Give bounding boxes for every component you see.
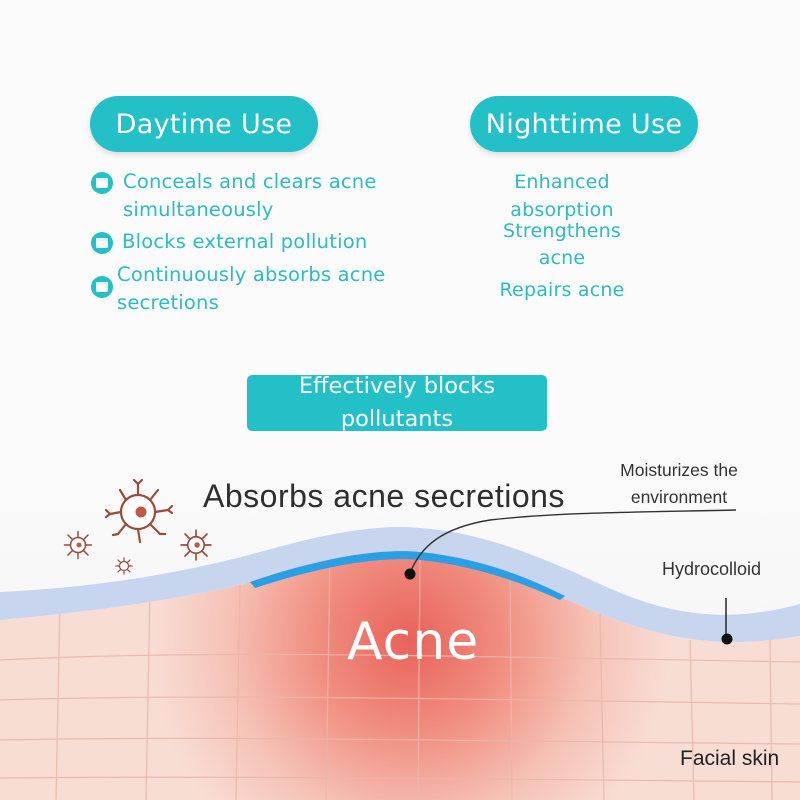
nighttime-benefit-text: Strengthens acne	[502, 220, 622, 269]
moisturizes-label: Moisturizes the environment	[620, 460, 738, 507]
bullet-icon	[91, 276, 113, 298]
hydrocolloid-label: Hydrocolloid	[662, 559, 762, 579]
hydrocolloid-layer	[0, 527, 800, 643]
absorption-layer	[250, 551, 565, 600]
blocks-pollutants-text: Effectively blocks pollutants	[298, 375, 496, 431]
absorbs-pointer-dot	[404, 568, 416, 580]
bacteria-icon	[115, 557, 133, 575]
bacteria-icon	[104, 478, 174, 544]
bullet-icon	[91, 172, 113, 194]
skin-texture-grid	[0, 555, 800, 800]
nighttime-use-header: Nighttime Use	[470, 96, 698, 152]
daytime-benefit-text: Conceals and clears acne simultaneously	[123, 170, 377, 221]
bullet-icon	[91, 232, 113, 254]
absorbs-secretions-label: Absorbs acne secretions	[203, 478, 565, 514]
facial-skin-label: Facial skin	[680, 747, 780, 770]
absorbs-pointer-line	[409, 509, 737, 574]
hydrocolloid-pointer-dot	[721, 633, 733, 645]
nighttime-benefit-text: Repairs acne	[499, 279, 625, 301]
daytime-benefit-item: Blocks external pollution	[90, 228, 422, 256]
daytime-benefit-text: Blocks external pollution	[122, 230, 368, 253]
nighttime-benefit-text: Enhanced absorption	[510, 171, 614, 221]
bacteria-icon	[63, 530, 93, 560]
bacteria-icon	[180, 529, 212, 561]
blocks-pollutants-banner: Effectively blocks pollutants	[247, 375, 547, 431]
daytime-benefit-text: Continuously absorbs acne secretions	[117, 263, 386, 314]
acne-label: Acne	[347, 612, 480, 672]
daytime-benefit-item: Continuously absorbs acne secretions	[90, 261, 427, 317]
daytime-benefit-item: Conceals and clears acne simultaneously	[90, 168, 423, 224]
daytime-use-header: Daytime Use	[90, 96, 318, 152]
